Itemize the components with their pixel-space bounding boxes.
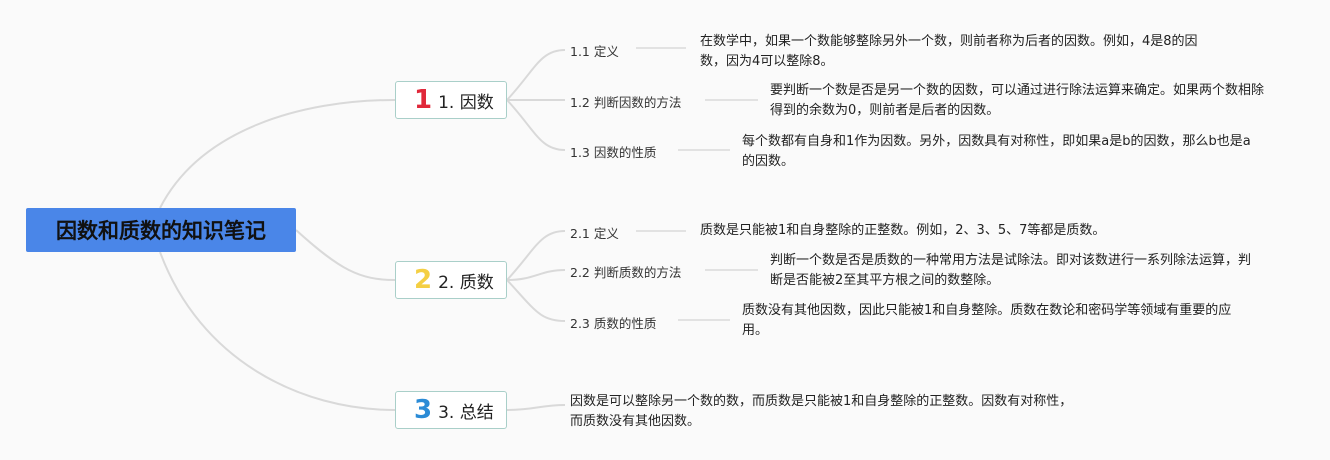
sub-node-1-3[interactable]: 1.3 因数的性质 [570, 145, 657, 160]
link-root-branch3 [159, 251, 396, 411]
branch-label: 1. 因数 [438, 92, 494, 113]
branch-label: 2. 质数 [438, 272, 494, 293]
number-3-icon: 3 [414, 395, 433, 425]
sub-node-2-1-text: 质数是只能被1和自身整除的正整数。例如，2、3、5、7等都是质数。 [700, 223, 1106, 238]
sub-node-1-3-text: 每个数都有自身和1作为因数。另外，因数具有对称性，即如果a是b的因数，那么b也是… [742, 134, 1251, 169]
number-2-icon: 2 [414, 265, 433, 295]
branch-summary[interactable]: 3 3. 总结 [395, 391, 507, 429]
sub-node-2-3[interactable]: 2.3 质数的性质 [570, 316, 657, 331]
sub-node-1-2[interactable]: 1.2 判断因数的方法 [570, 95, 682, 110]
sub-node-1-2-text: 要判断一个数是否是另一个数的因数，可以通过进行除法运算来确定。如果两个数相除得到… [770, 83, 1265, 118]
link-b1-s1 [506, 49, 566, 101]
link-root-branch1 [159, 99, 396, 209]
branch-primes[interactable]: 2 2. 质数 [395, 261, 507, 299]
sub-node-1-1-text: 在数学中，如果一个数能够整除另外一个数，则前者称为后者的因数。例如，4是8的因数… [700, 34, 1198, 69]
sub-node-2-2[interactable]: 2.2 判断质数的方法 [570, 265, 682, 280]
branch-label: 3. 总结 [438, 402, 494, 423]
link-b2-s1 [506, 230, 566, 281]
sub-node-1-1[interactable]: 1.1 定义 [570, 44, 619, 59]
sub-node-2-3-text: 质数没有其他因数，因此只能被1和自身整除。质数在数论和密码学等领域有重要的应用。 [742, 303, 1232, 338]
link-b3-text [506, 404, 566, 411]
link-b1-s3 [506, 99, 566, 151]
root-node[interactable]: 因数和质数的知识笔记 [26, 208, 296, 252]
branch-factors[interactable]: 1 1. 因数 [395, 81, 507, 119]
summary-text: 因数是可以整除另一个数的数，而质数是只能被1和自身整除的正整数。因数有对称性，而… [570, 394, 1073, 429]
sub-node-2-1[interactable]: 2.1 定义 [570, 226, 619, 241]
link-b2-s3 [506, 279, 566, 322]
link-b2-s2 [506, 269, 566, 281]
sub-node-2-2-text: 判断一个数是否是质数的一种常用方法是试除法。即对该数进行一系列除法运算，判断是否… [770, 253, 1252, 288]
link-root-branch2 [295, 229, 396, 281]
number-1-icon: 1 [414, 85, 433, 115]
